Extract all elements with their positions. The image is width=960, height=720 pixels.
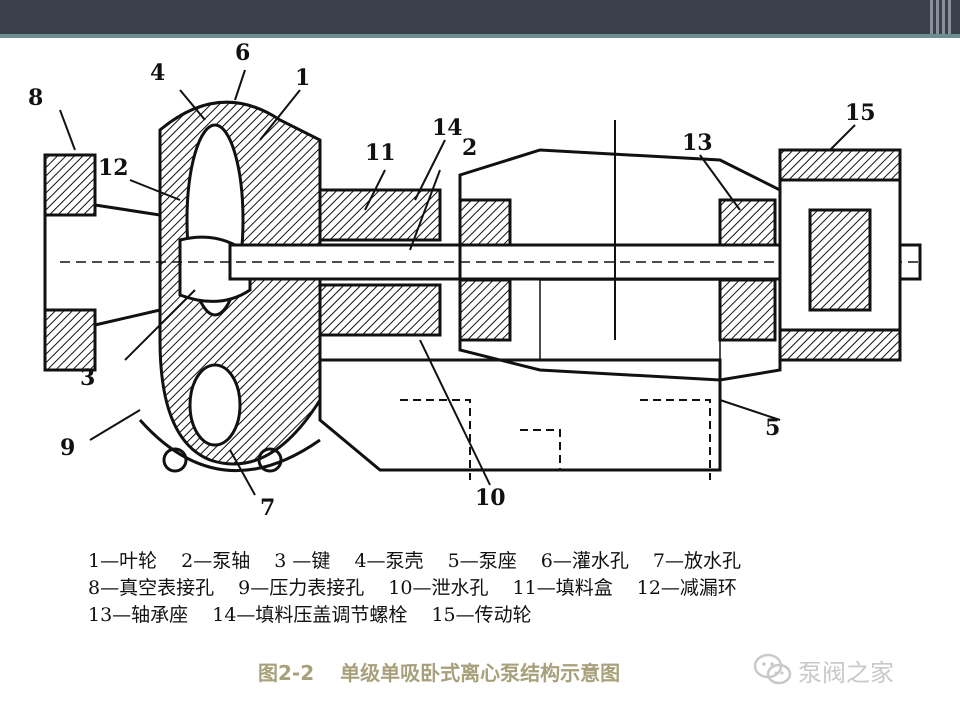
label-part-12: 12 [98, 155, 129, 181]
figure-title: 单级单吸卧式离心泵结构示意图 [340, 661, 621, 685]
legend-item: 10—泄水孔 [388, 577, 489, 599]
legend-item: 5—泵座 [447, 550, 517, 572]
legend-item: 13—轴承座 [88, 604, 189, 626]
label-part-13: 13 [682, 130, 713, 156]
legend-item: 11—填料盒 [512, 577, 613, 599]
legend-item: 1—叶轮 [88, 550, 158, 572]
legend-item: 2—泵轴 [181, 550, 251, 572]
figure-number: 图2-2 [258, 661, 315, 685]
top-bar-stripes [930, 0, 952, 34]
watermark: 泵阀之家 [752, 650, 894, 690]
legend-item: 8—真空表接孔 [88, 577, 215, 599]
label-part-2: 2 [462, 135, 477, 161]
label-part-6: 6 [235, 40, 250, 66]
label-part-5: 5 [765, 415, 780, 441]
label-part-4: 4 [150, 60, 165, 86]
label-part-11: 11 [365, 140, 396, 166]
label-part-14: 14 [432, 115, 463, 141]
legend-item: 7—放水孔 [652, 550, 741, 572]
parts-legend: 1—叶轮 2—泵轴 3 —键 4—泵壳 5—泵座 6—灌水孔 7—放水孔 8—真… [88, 548, 908, 629]
wechat-icon [753, 653, 792, 685]
legend-item: 9—压力表接孔 [238, 577, 365, 599]
legend-line: 8—真空表接孔 9—压力表接孔 10—泄水孔 11—填料盒 12—减漏环 [88, 575, 908, 602]
legend-line: 1—叶轮 2—泵轴 3 —键 4—泵壳 5—泵座 6—灌水孔 7—放水孔 [88, 548, 908, 575]
slide-top-bar [0, 0, 960, 38]
legend-item: 15—传动轮 [431, 604, 532, 626]
label-part-7: 7 [260, 495, 275, 521]
label-part-1: 1 [295, 65, 310, 91]
pump-cross-section-diagram: 1 2 3 4 5 6 7 8 9 10 11 12 13 14 15 [28, 40, 922, 521]
legend-item: 3 —键 [274, 550, 331, 572]
legend-item: 6—灌水孔 [540, 550, 629, 572]
label-part-3: 3 [80, 365, 95, 391]
label-part-15: 15 [845, 100, 876, 126]
legend-item: 4—泵壳 [354, 550, 424, 572]
figure-caption: 图2-2 单级单吸卧式离心泵结构示意图 [258, 657, 620, 686]
label-part-10: 10 [475, 485, 506, 511]
watermark-text: 泵阀之家 [798, 658, 894, 687]
label-part-9: 9 [60, 435, 75, 461]
legend-item: 14—填料压盖调节螺栓 [212, 604, 408, 626]
label-part-8: 8 [28, 85, 43, 111]
legend-item: 12—减漏环 [636, 577, 737, 599]
legend-line: 13—轴承座 14—填料压盖调节螺栓 15—传动轮 [88, 602, 908, 629]
